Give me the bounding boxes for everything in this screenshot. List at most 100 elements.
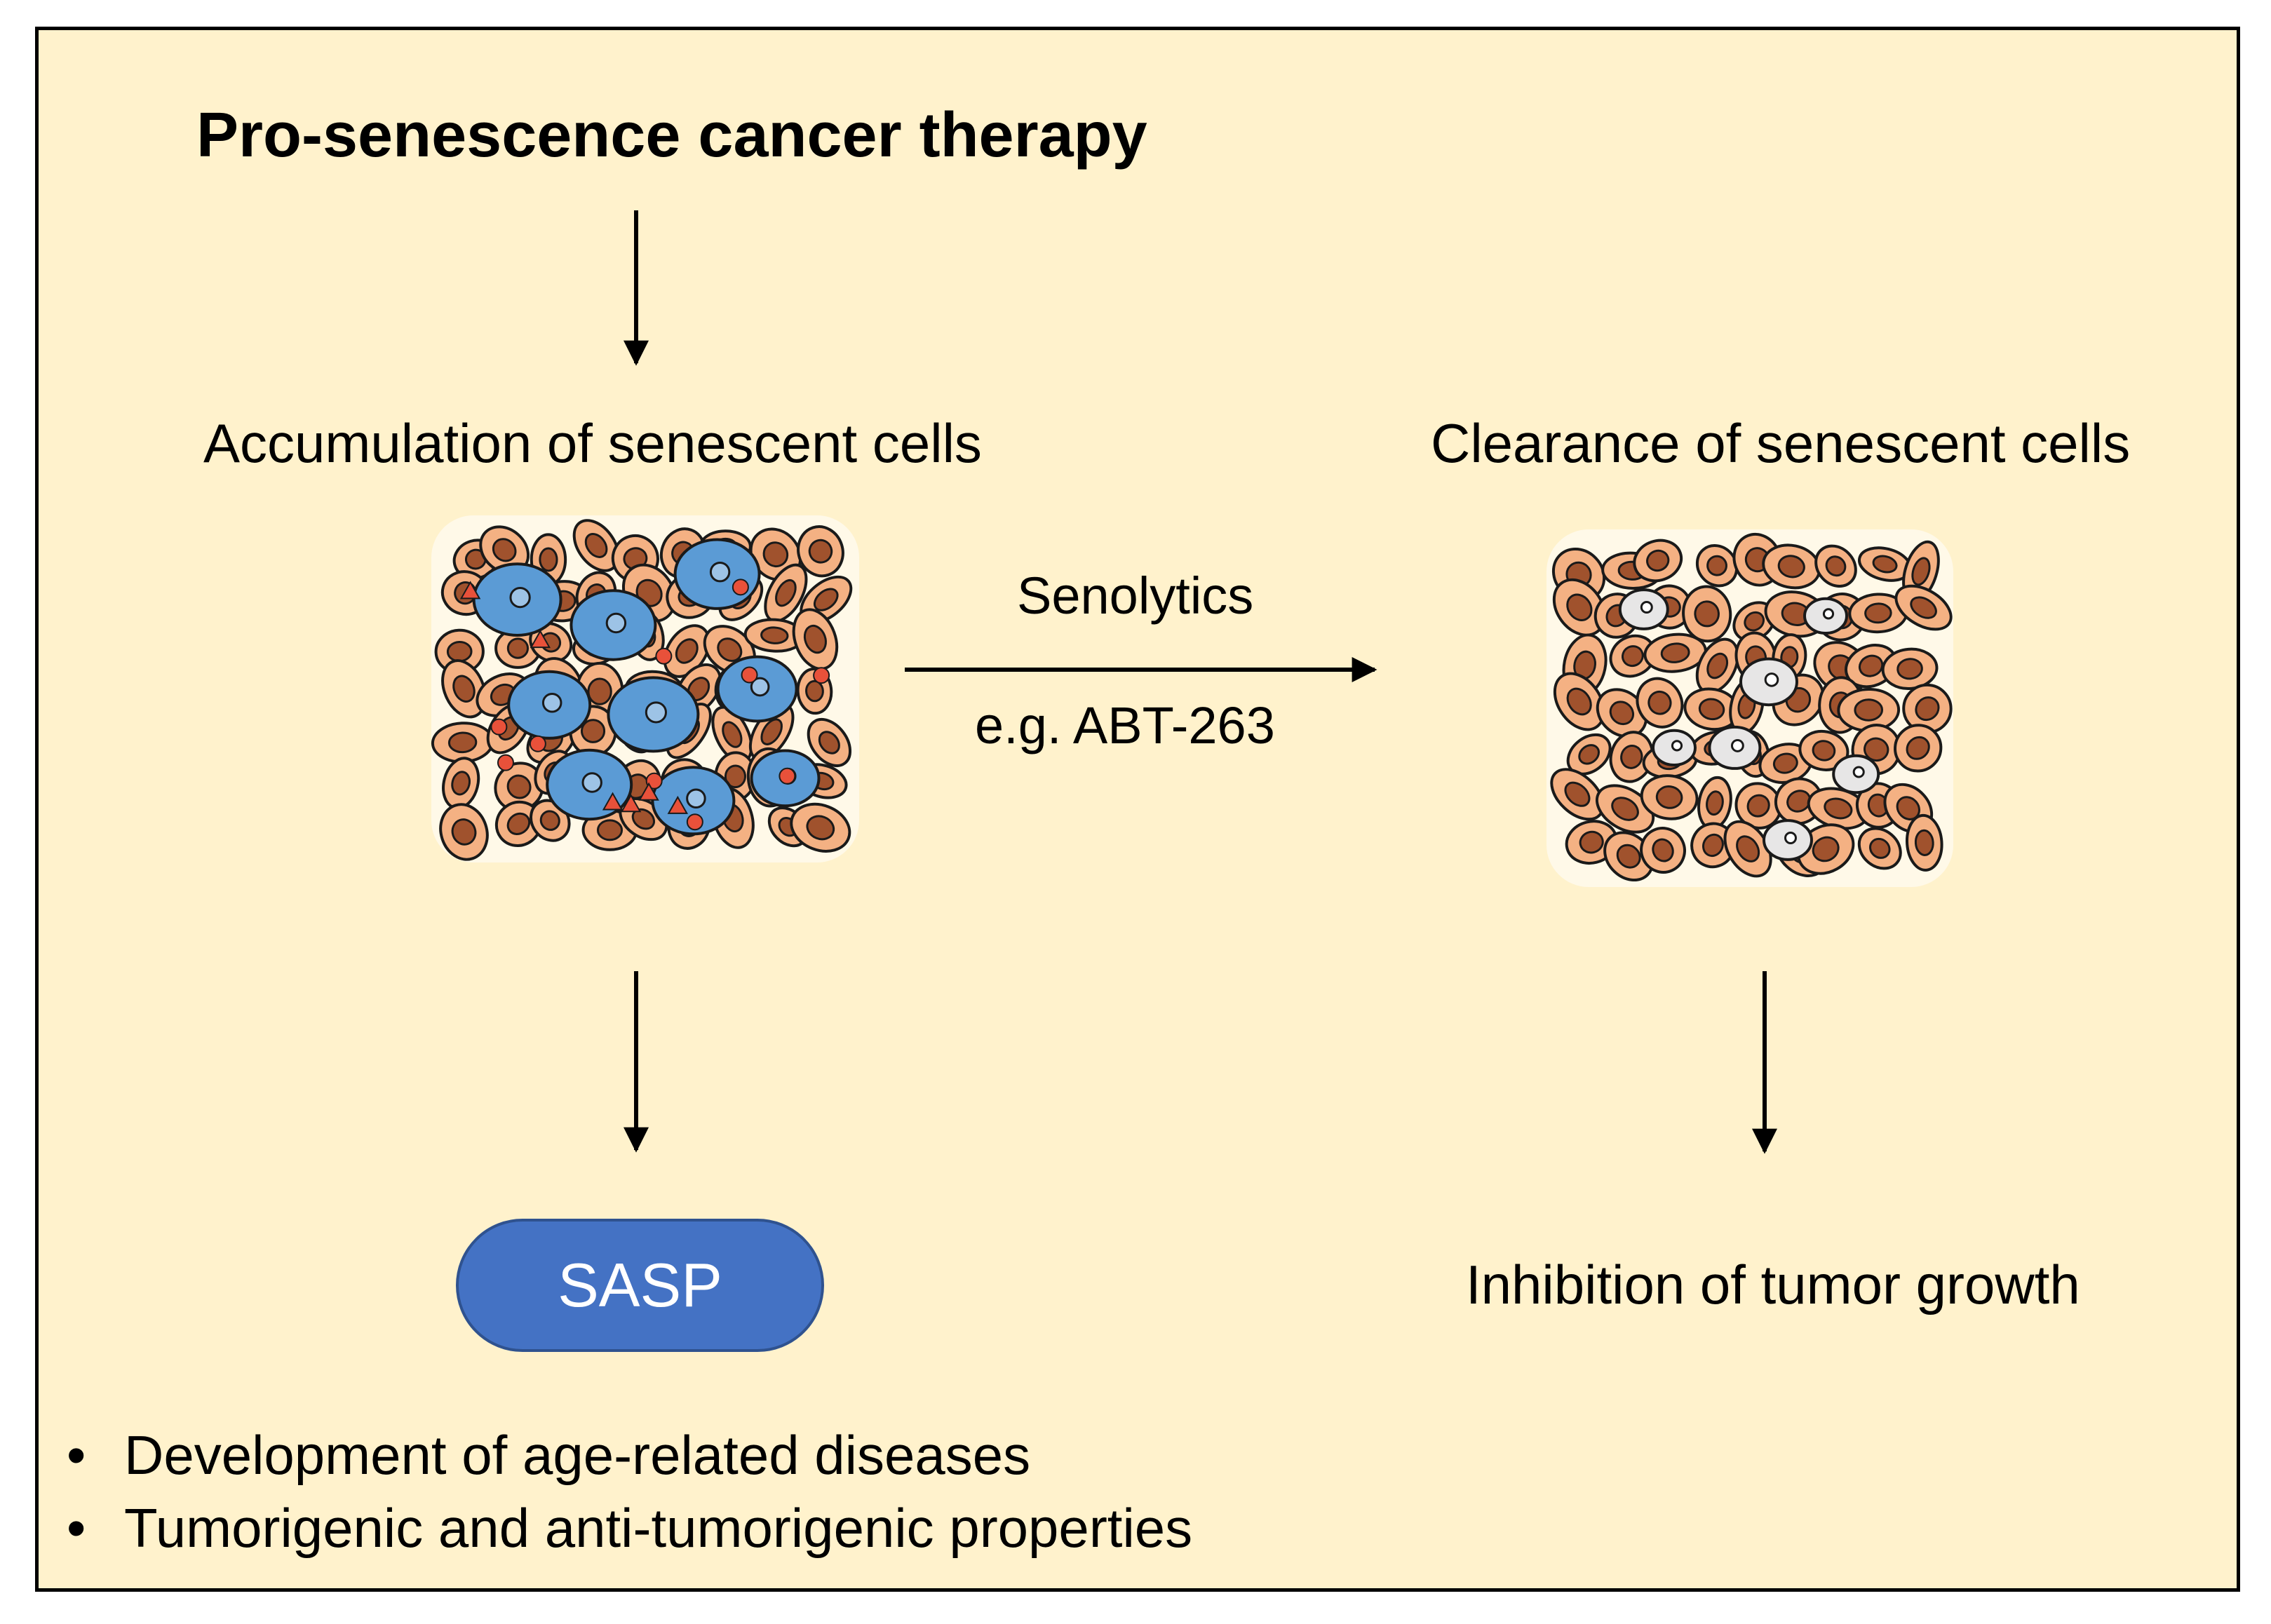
cell-nucleus <box>1579 830 1604 854</box>
cell-nucleus <box>1812 740 1836 762</box>
cell-nucleus <box>1706 555 1727 576</box>
cell-nucleus <box>1706 652 1729 679</box>
cell-nucleus <box>1906 736 1930 760</box>
cell-nucleus <box>1772 752 1798 774</box>
cell-nucleus <box>709 562 731 583</box>
cell-nucleus <box>686 788 706 809</box>
cell-nucleus <box>492 538 517 562</box>
cell-nucleus <box>1671 740 1683 752</box>
cell-nucleus <box>605 612 627 634</box>
cell-nucleus <box>580 719 606 743</box>
cell-nucleus <box>760 626 789 644</box>
cell-nucleus <box>1694 600 1720 628</box>
cell-nucleus <box>775 578 797 607</box>
cell-nucleus <box>541 692 562 713</box>
cell-nucleus <box>645 701 667 724</box>
senolytics-label: Senolytics <box>1017 567 1254 625</box>
cell-nucleus <box>1824 797 1853 820</box>
cell-nucleus <box>1609 701 1635 726</box>
cell-nucleus <box>813 588 839 611</box>
sasp-factor <box>741 666 758 684</box>
cell-nucleus <box>1864 602 1892 624</box>
cell-nucleus <box>1914 829 1934 856</box>
cell-nucleus <box>724 764 746 789</box>
cell-nucleus <box>1578 744 1600 765</box>
tumor-inhibition-label: Inhibition of tumor growth <box>1466 1254 2080 1315</box>
senescent-tissue-illustration <box>431 515 859 862</box>
cell-nucleus <box>1616 844 1641 869</box>
cell-nucleus <box>1854 698 1884 722</box>
cell-nucleus <box>1910 596 1937 619</box>
bullet-text: Tumorigenic and anti-tumorigenic propert… <box>124 1497 1193 1559</box>
cell-nucleus <box>447 731 478 754</box>
cell-nucleus <box>584 533 608 558</box>
clearance-heading: Clearance of senescent cells <box>1431 412 2131 474</box>
cell-nucleus <box>1784 832 1797 844</box>
sasp-factor <box>655 647 673 665</box>
cell-nucleus <box>539 810 560 831</box>
sasp-factor <box>813 667 830 684</box>
cell-nucleus <box>1812 836 1840 862</box>
cell-nucleus <box>596 819 624 841</box>
cell-nucleus <box>631 808 656 830</box>
cell-nucleus <box>581 772 602 793</box>
cell-nucleus <box>1730 738 1744 752</box>
cell-nucleus <box>818 731 840 755</box>
cleared-tissue-illustration <box>1546 529 1953 887</box>
cell-nucleus <box>506 812 531 835</box>
accumulation-heading: Accumulation of senescent cells <box>203 412 982 474</box>
sasp-factor <box>732 578 749 596</box>
cell-nucleus <box>1706 790 1724 816</box>
sasp-factor <box>602 792 624 811</box>
cell-nucleus <box>1864 737 1889 762</box>
cell-nucleus <box>806 815 835 841</box>
cell-nucleus <box>1647 690 1672 715</box>
abt-263-label: e.g. ABT-263 <box>975 696 1275 755</box>
cell-nucleus <box>587 677 612 705</box>
cell-nucleus <box>1858 654 1884 677</box>
cell-nucleus <box>1746 794 1770 818</box>
cell-nucleus <box>1777 555 1805 578</box>
cell-nucleus <box>452 675 476 703</box>
cell-nucleus <box>1915 696 1940 722</box>
list-item: •Development of age-related diseases <box>67 1424 1031 1486</box>
cell-nucleus <box>1640 601 1653 614</box>
cell-nucleus <box>1764 672 1779 687</box>
cell-nucleus <box>1698 698 1725 721</box>
cell-nucleus <box>1872 555 1898 574</box>
sasp-effects-list: •Development of age-related diseases •Tu… <box>67 1419 1192 1564</box>
cell-nucleus <box>1646 549 1670 572</box>
sasp-factor <box>638 782 659 801</box>
sasp-factor <box>620 794 642 813</box>
cell-nucleus <box>1611 797 1639 821</box>
cell-nucleus <box>1564 781 1591 807</box>
sasp-factor <box>529 735 546 752</box>
cell-nucleus <box>1655 785 1683 809</box>
cell-nucleus <box>1786 790 1812 813</box>
list-item: •Tumorigenic and anti-tumorigenic proper… <box>67 1497 1193 1559</box>
sasp-factor <box>530 630 551 649</box>
cell-nucleus <box>1566 687 1592 716</box>
cell-nucleus <box>1822 608 1835 620</box>
sasp-factor <box>686 813 703 831</box>
cell-nucleus <box>506 637 530 659</box>
diagram-title: Pro-senescence cancer therapy <box>196 100 1147 170</box>
sasp-factor <box>497 754 514 771</box>
cell-nucleus <box>509 586 531 609</box>
cell-nucleus <box>1744 611 1765 632</box>
cell-nucleus <box>760 718 783 745</box>
sasp-box: SASP <box>456 1219 824 1352</box>
cell-nucleus <box>1852 766 1865 778</box>
cell-nucleus <box>1620 744 1643 769</box>
cell-nucleus <box>539 547 558 572</box>
cell-nucleus <box>1660 642 1690 663</box>
cell-nucleus <box>675 638 699 664</box>
cell-nucleus <box>1869 837 1891 859</box>
cell-nucleus <box>1736 835 1760 862</box>
cell-nucleus <box>506 774 532 799</box>
sasp-factor <box>490 718 508 736</box>
cell-nucleus <box>717 637 743 663</box>
cell-nucleus <box>750 677 770 697</box>
cell-nucleus <box>762 541 789 568</box>
cell-nucleus <box>805 679 824 703</box>
